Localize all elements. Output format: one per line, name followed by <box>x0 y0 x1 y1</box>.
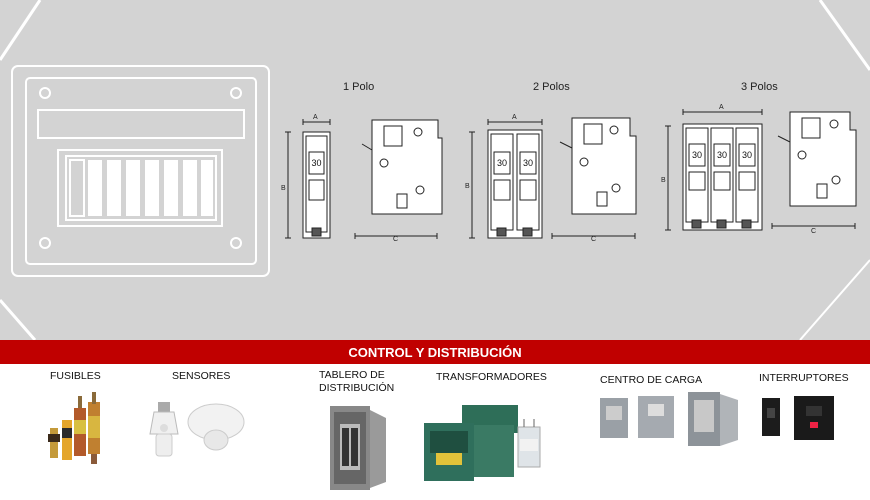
dim-letter-c: C <box>591 236 596 243</box>
one-pole-label: 1 Polo <box>343 81 375 93</box>
banner-title: CONTROL Y DISTRIBUCIÓN <box>348 344 522 360</box>
section-banner: CONTROL Y DISTRIBUCIÓN <box>0 340 870 364</box>
diagram-background: A B C A B C A B C 30 30 30 30 30 30 <box>0 0 870 340</box>
sensors-image[interactable] <box>148 398 248 464</box>
load-centers-image[interactable] <box>596 390 746 452</box>
breaker-rating: 30 <box>311 158 321 168</box>
distribution-board-image[interactable] <box>328 404 390 492</box>
category-centro-de-carga[interactable]: CENTRO DE CARGA <box>600 374 703 386</box>
breaker-rating: 30 <box>523 158 533 168</box>
category-sensores[interactable]: SENSORES <box>172 370 231 382</box>
transformers-image[interactable] <box>422 403 552 485</box>
dim-letter-c: C <box>811 228 816 235</box>
dim-letter-b: B <box>281 185 286 192</box>
dimension-diagram-area: A B C A B C A B C 30 30 30 30 30 30 1 Po… <box>0 0 870 340</box>
breaker-rating: 30 <box>692 150 702 160</box>
two-pole-label: 2 Polos <box>533 81 570 93</box>
dim-letter-a: A <box>313 114 318 121</box>
category-fusibles[interactable]: FUSIBLES <box>50 370 101 382</box>
two-pole-front-view <box>469 119 543 239</box>
breakers-image[interactable] <box>758 394 840 444</box>
breaker-rating: 30 <box>717 150 727 160</box>
breaker-rating: 30 <box>742 150 752 160</box>
fuses-image[interactable] <box>42 390 112 468</box>
one-pole-front-view <box>285 119 331 239</box>
three-pole-front-view <box>665 109 763 231</box>
category-transformadores[interactable]: TRANSFORMADORES <box>436 371 547 383</box>
dim-letter-a: A <box>719 104 724 111</box>
two-pole-side-view <box>551 117 637 239</box>
three-pole-side-view <box>771 111 857 229</box>
load-center-drawing <box>11 65 270 277</box>
dim-letter-c: C <box>393 236 398 243</box>
three-pole-label: 3 Polos <box>741 81 778 93</box>
category-interruptores[interactable]: INTERRUPTORES <box>759 372 849 384</box>
dim-letter-a: A <box>512 114 517 121</box>
one-pole-side-view <box>354 119 443 239</box>
dim-letter-b: B <box>465 183 470 190</box>
dim-letter-b: B <box>661 177 666 184</box>
breaker-rating: 30 <box>497 158 507 168</box>
category-tablero[interactable]: TABLERO DE DISTRIBUCIÓN <box>319 369 395 394</box>
